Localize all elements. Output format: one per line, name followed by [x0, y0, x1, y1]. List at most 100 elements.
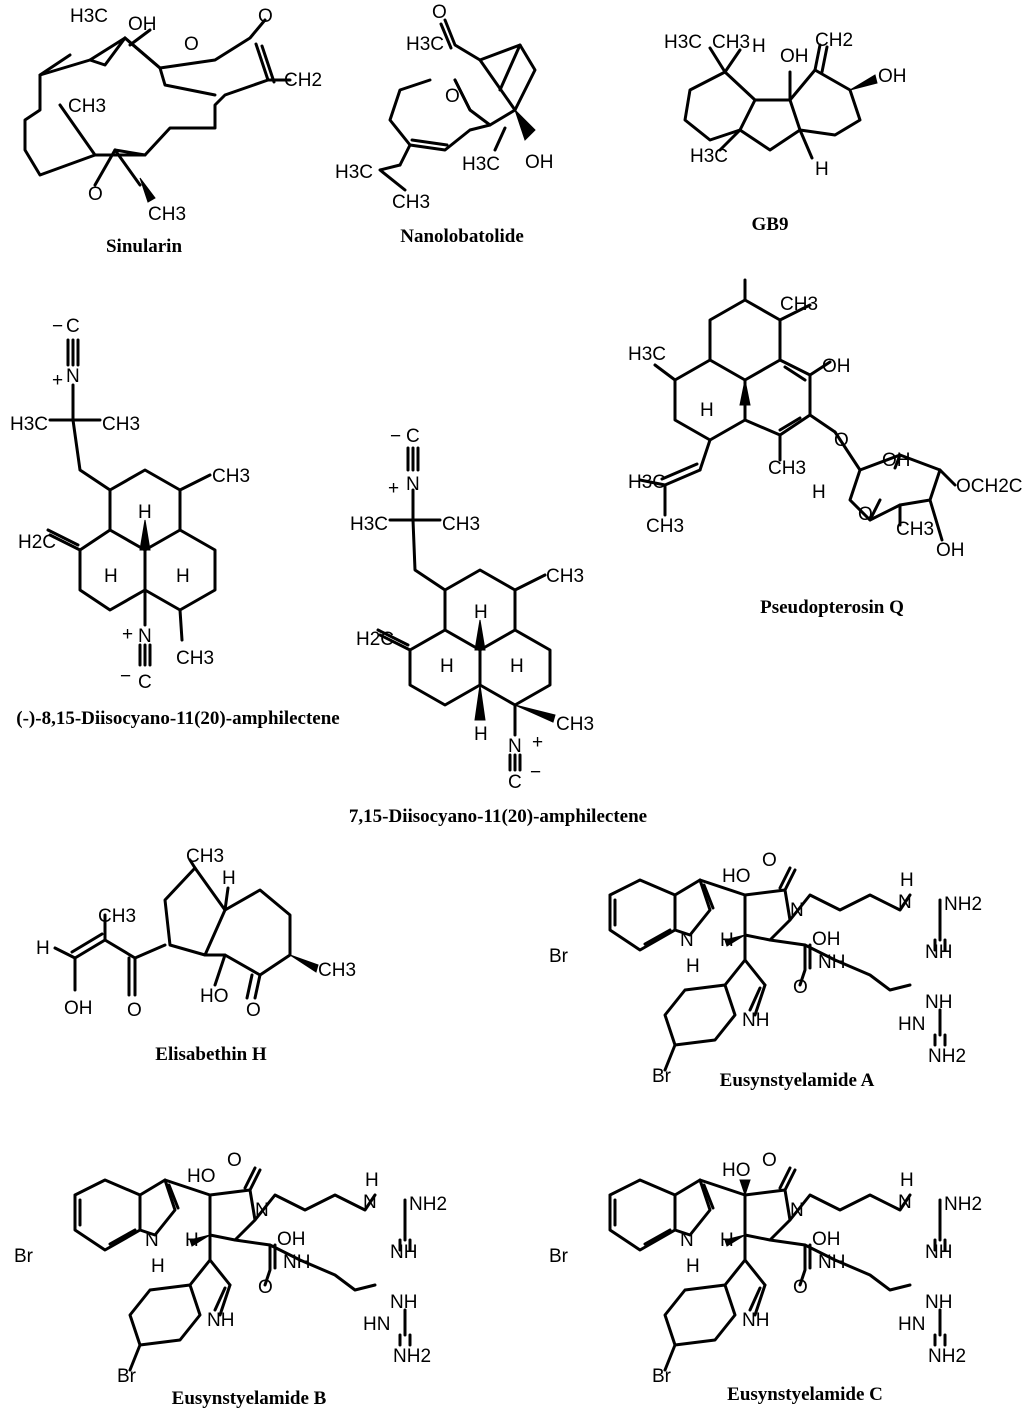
diiso8-plus-2-label: + [122, 624, 133, 645]
diiso8-plus-label: + [52, 370, 63, 391]
diiso8-h-right-label: H [176, 566, 190, 587]
pseudo-ch3-alkene-label: CH3 [646, 516, 684, 537]
eus-a-nh2-2-label: NH2 [928, 1046, 966, 1067]
diiso7-n-top-label: N [406, 474, 420, 495]
eus-b-br-top-label: Br [14, 1246, 34, 1267]
elisabethin-ch3-label: CH3 [98, 906, 136, 927]
diiso8-minus-2-label: − [120, 666, 131, 687]
nanolobatolide-h3c-label: H3C [406, 34, 444, 55]
diiso7-minus-label: − [390, 426, 401, 447]
elisabethin-ch3-right-label: CH3 [318, 960, 356, 981]
eus-a-br-bottom-label: Br [652, 1066, 672, 1087]
eus-b-o-label: O [227, 1150, 242, 1171]
eus-c-h-ring-label: H [720, 1230, 734, 1251]
gb9-h3c-label: H3C [664, 32, 702, 53]
gb9-oh-label: OH [780, 46, 809, 67]
eus-b-h-label: H [151, 1256, 165, 1277]
diiso8-h3c-label: H3C [10, 414, 48, 435]
eus-a-h-guan-label: H [900, 870, 914, 891]
eus-a-nh-2-label: NH [925, 992, 952, 1013]
diiso8-c-top-label: C [66, 316, 80, 337]
eus-c-o-amide-label: O [793, 1277, 808, 1298]
caption-eusynstyelamide-b: Eusynstyelamide B [172, 1388, 327, 1409]
caption-nanolobatolide: Nanolobatolide [400, 226, 524, 247]
structure-eusynstyelamide-c: Br N H HO O N H OH H N NH2 NH NH O NH HN… [549, 1150, 982, 1405]
gb9-h-2-label: H [815, 159, 829, 180]
pseudo-h-label: H [700, 400, 714, 421]
elisabethin-ho-label: HO [200, 986, 229, 1007]
diiso7-h-right-label: H [510, 656, 524, 677]
eus-a-h-label: H [686, 956, 700, 977]
eus-a-nh-guan-label: NH [925, 942, 952, 963]
sinularin-o-label: O [184, 34, 199, 55]
eus-c-h-guan-label: H [900, 1170, 914, 1191]
pseudo-h3c-label: H3C [628, 344, 666, 365]
eus-b-n-ring-label: N [255, 1200, 269, 1221]
nanolobatolide-oh-label: OH [525, 152, 554, 173]
elisabethin-h-alkene-label: H [36, 938, 50, 959]
structure-8-15-diisocyano: − C + N H3C CH3 CH3 H2C H H H + N CH3 − … [10, 316, 340, 729]
diiso7-h3c-label: H3C [350, 514, 388, 535]
caption-eusynstyelamide-c: Eusynstyelamide C [727, 1384, 883, 1405]
diiso8-ch3-2-label: CH3 [212, 466, 250, 487]
caption-8-15-diisocyano: (-)-8,15-Diisocyano-11(20)-amphilectene [16, 708, 339, 729]
eus-b-n-guan-label: N [363, 1192, 377, 1213]
diiso8-c-bottom-label: C [138, 672, 152, 693]
structure-sinularin: H3C OH O O CH2 CH3 O CH3 Sinularin [23, 6, 322, 257]
eus-a-n-ring-label: N [790, 900, 804, 921]
pseudo-ch3-top-label: CH3 [780, 294, 818, 315]
pseudo-o-ring-label: O [858, 504, 873, 525]
nanolobatolide-h3c-label-2: H3C [462, 154, 500, 175]
sinularin-epoxide-o-label: O [88, 184, 103, 205]
diiso7-h-left-label: H [440, 656, 454, 677]
eus-b-ho-label: HO [187, 1166, 216, 1187]
caption-pseudopterosin-q: Pseudopterosin Q [760, 597, 904, 618]
diiso8-n-bottom-label: N [138, 626, 152, 647]
structure-eusynstyelamide-b: Br N H HO O N H OH H N NH2 NH NH O NH HN… [14, 1150, 447, 1409]
sinularin-oh-label: OH [128, 14, 157, 35]
eus-a-br-top-label: Br [549, 946, 569, 967]
eus-b-hn-label: HN [363, 1314, 390, 1335]
elisabethin-h-label: H [222, 868, 236, 889]
eus-a-n-guan-label: N [898, 892, 912, 913]
eus-b-oh-label: OH [277, 1229, 306, 1250]
eus-c-br-bottom-label: Br [652, 1366, 672, 1387]
elisabethin-ch3-top-label: CH3 [186, 846, 224, 867]
diiso8-ch3-label: CH3 [102, 414, 140, 435]
diiso7-h2c-label: H2C [356, 629, 394, 650]
eus-b-nh-2-label: NH [390, 1292, 417, 1313]
eus-b-h-guan-label: H [365, 1170, 379, 1191]
gb9-h3c-2-label: H3C [690, 146, 728, 167]
gb9-ch2-label: CH2 [815, 30, 853, 51]
eus-a-o-label: O [762, 850, 777, 871]
diiso7-plus-label: + [388, 478, 399, 499]
diiso7-plus-2-label: + [532, 732, 543, 753]
eus-c-nh-indole-label: NH [742, 1310, 769, 1331]
diiso7-ch3-label: CH3 [442, 514, 480, 535]
eus-c-h-label: H [686, 1256, 700, 1277]
eus-a-hn-label: HN [898, 1014, 925, 1035]
eus-b-h-ring-label: H [185, 1230, 199, 1251]
nanolobatolide-o-bridge-label: O [445, 86, 460, 107]
eus-b-nh-indole-label: NH [207, 1310, 234, 1331]
eus-c-ho-label: HO [722, 1160, 751, 1181]
diiso8-ch3-3-label: CH3 [176, 648, 214, 669]
eus-c-oh-label: OH [812, 1229, 841, 1250]
eus-c-o-label: O [762, 1150, 777, 1171]
diiso7-c-top-label: C [406, 426, 420, 447]
eus-b-nh-label: N [145, 1230, 159, 1251]
eus-b-br-bottom-label: Br [117, 1366, 137, 1387]
diiso8-h-center-label: H [138, 502, 152, 523]
pseudo-oh-sugar-label: OH [882, 450, 911, 471]
eus-c-nh-guan-label: NH [925, 1242, 952, 1263]
sinularin-ch3-epoxide-label: CH3 [148, 204, 186, 225]
caption-sinularin: Sinularin [106, 236, 182, 257]
eus-c-n-guan-label: N [898, 1192, 912, 1213]
eus-b-nh2-2-label: NH2 [393, 1346, 431, 1367]
eus-c-nh-amide-label: NH [818, 1252, 845, 1273]
sinularin-o-carbonyl-label: O [258, 6, 273, 27]
nanolobatolide-ch3-label: CH3 [392, 192, 430, 213]
eus-a-nh-indole-label: NH [742, 1010, 769, 1031]
